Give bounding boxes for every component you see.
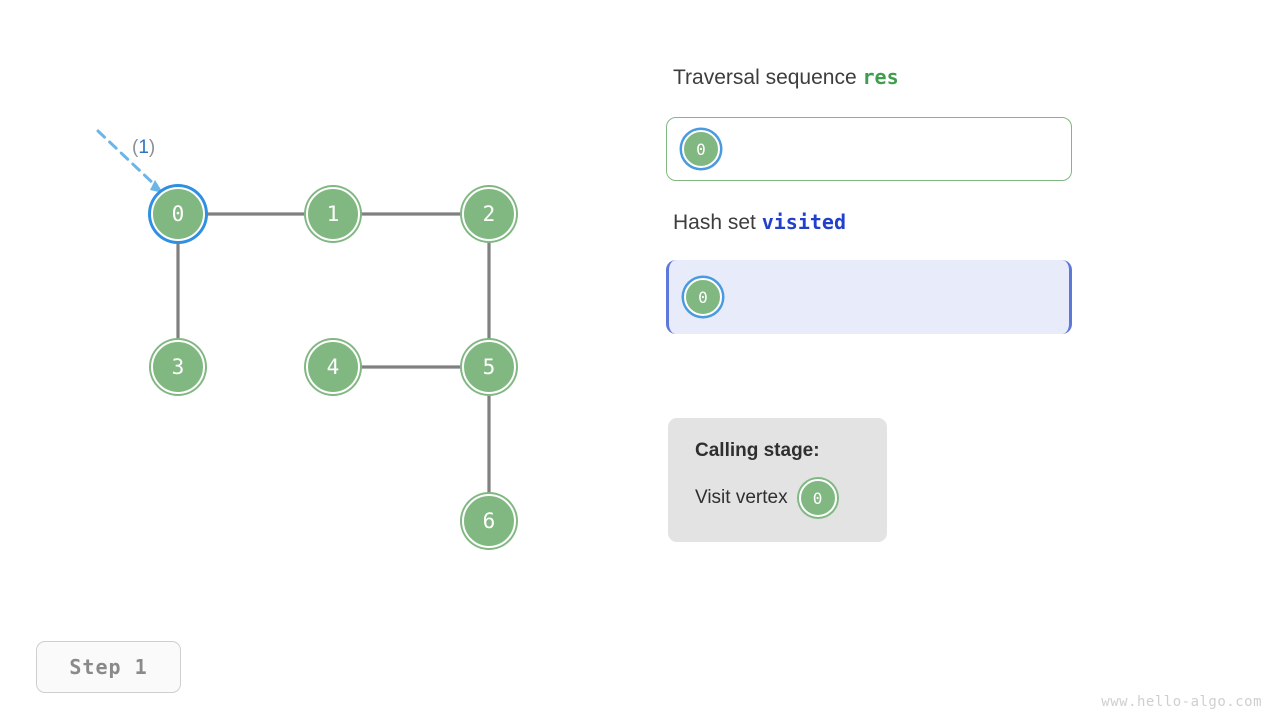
visited-heading: Hash set visited xyxy=(673,210,846,235)
visited-item-label: 0 xyxy=(698,287,708,307)
calling-stage-row: Visit vertex 0 xyxy=(695,479,887,517)
visited-heading-code: visited xyxy=(761,210,847,234)
vertex-label: 1 xyxy=(326,201,340,226)
graph-vertex-4[interactable]: 4 xyxy=(306,340,360,394)
traversal-sequence-box: 0 xyxy=(666,117,1072,181)
calling-stage-box: Calling stage: Visit vertex 0 xyxy=(668,418,887,542)
visited-heading-text: Hash set xyxy=(673,211,762,234)
pointer-label-number: 1 xyxy=(138,137,149,158)
visited-item-0[interactable]: 0 xyxy=(684,278,722,316)
pointer-label-open: ( xyxy=(132,137,139,158)
res-heading-text: Traversal sequence xyxy=(673,66,863,89)
calling-stage-action: Visit vertex xyxy=(695,487,788,508)
vertex-label: 0 xyxy=(171,201,185,226)
pointer-arrow xyxy=(96,129,163,193)
vertex-label: 2 xyxy=(482,201,496,226)
res-item-0[interactable]: 0 xyxy=(682,130,720,168)
res-heading-code: res xyxy=(862,65,899,89)
calling-stage-title: Calling stage: xyxy=(695,440,820,461)
info-panel: Traversal sequence res 0 Hash set visite… xyxy=(666,0,1280,720)
res-heading: Traversal sequence res xyxy=(673,65,899,90)
vertex-label: 3 xyxy=(171,354,185,379)
visited-hash-set-box: 0 xyxy=(666,260,1072,334)
graph-vertex-3[interactable]: 3 xyxy=(151,340,205,394)
step-badge-text: Step 1 xyxy=(69,655,148,679)
vertex-label: 4 xyxy=(326,354,340,379)
pointer-step-label: (1) xyxy=(132,137,155,159)
watermark-text: www.hello-algo.com xyxy=(1101,694,1262,710)
pointer-label-close: ) xyxy=(148,137,156,158)
calling-stage-vertex: 0 xyxy=(798,479,837,517)
graph-canvas: (1) 0 1 2 3 4 5 6 xyxy=(96,129,516,548)
vertex-label: 6 xyxy=(482,508,496,533)
graph-vertex-6[interactable]: 6 xyxy=(462,494,516,548)
vertex-label: 5 xyxy=(482,354,496,379)
graph-vertex-0[interactable]: 0 xyxy=(151,187,205,241)
watermark: www.hello-algo.com xyxy=(1101,694,1262,710)
step-badge: Step 1 xyxy=(36,641,181,693)
graph-vertex-1[interactable]: 1 xyxy=(306,187,360,241)
graph-vertex-2[interactable]: 2 xyxy=(462,187,516,241)
calling-stage-vertex-label: 0 xyxy=(812,488,823,508)
res-item-label: 0 xyxy=(696,139,706,159)
graph-vertex-5[interactable]: 5 xyxy=(462,340,516,394)
